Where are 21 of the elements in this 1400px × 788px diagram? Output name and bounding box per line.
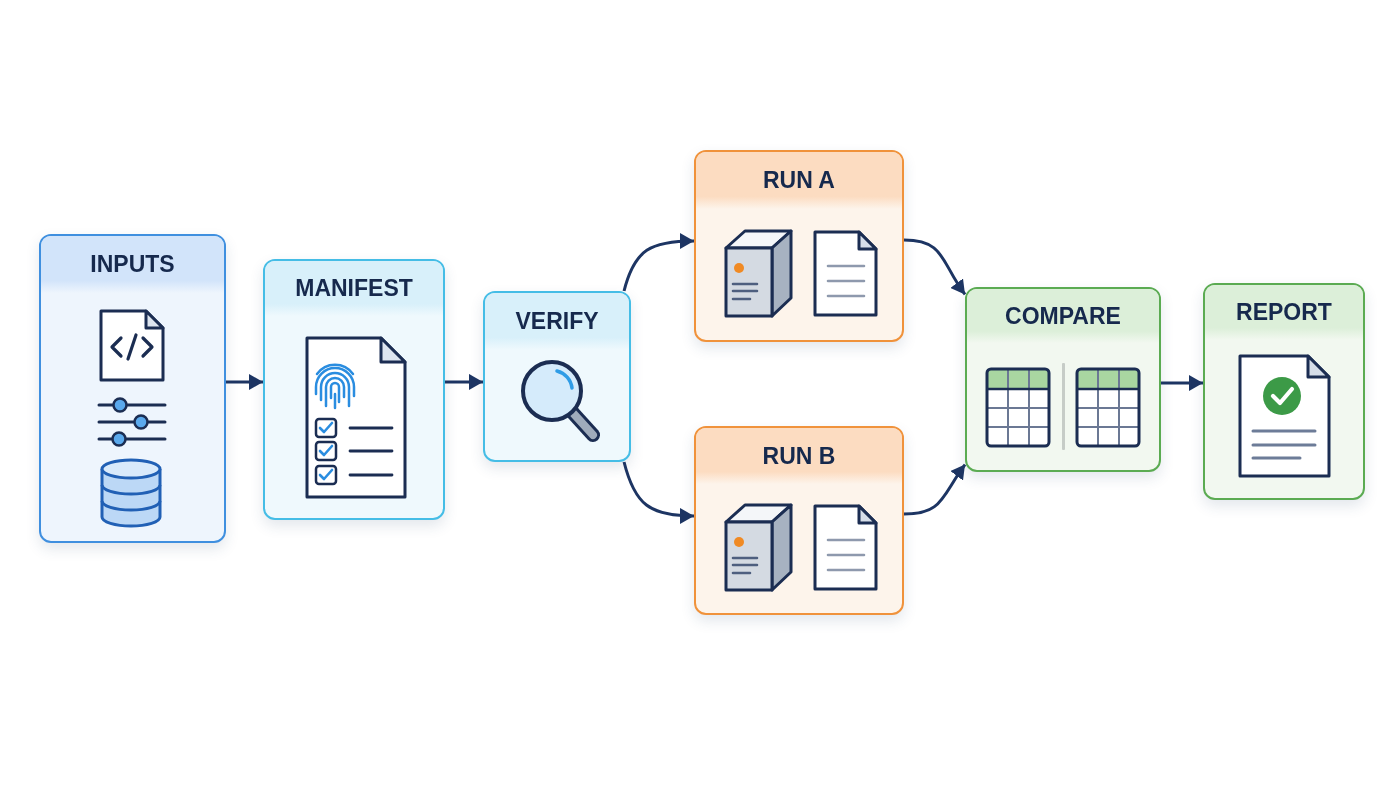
- stage-card: [483, 291, 631, 462]
- stage-title: REPORT: [1236, 298, 1332, 327]
- arrow: [1161, 375, 1203, 391]
- stage-title: MANIFEST: [295, 274, 413, 303]
- stage-title: RUN A: [763, 166, 835, 195]
- stage-card: [1203, 283, 1365, 500]
- stage-card: [694, 150, 904, 342]
- arrow: [903, 463, 967, 516]
- arrow: [445, 373, 483, 390]
- arrow: [903, 238, 967, 296]
- stage-card: [263, 259, 445, 520]
- arrow: [226, 374, 263, 390]
- stage-card: [965, 287, 1161, 472]
- stage-title: RUN B: [762, 441, 836, 470]
- stage-card: [39, 234, 226, 543]
- arrow: [622, 233, 695, 292]
- stage-card: [694, 426, 904, 615]
- stage-title: COMPARE: [1005, 301, 1121, 330]
- stage-title: VERIFY: [515, 307, 599, 336]
- arrow: [622, 461, 695, 524]
- stage-title: INPUTS: [90, 250, 175, 279]
